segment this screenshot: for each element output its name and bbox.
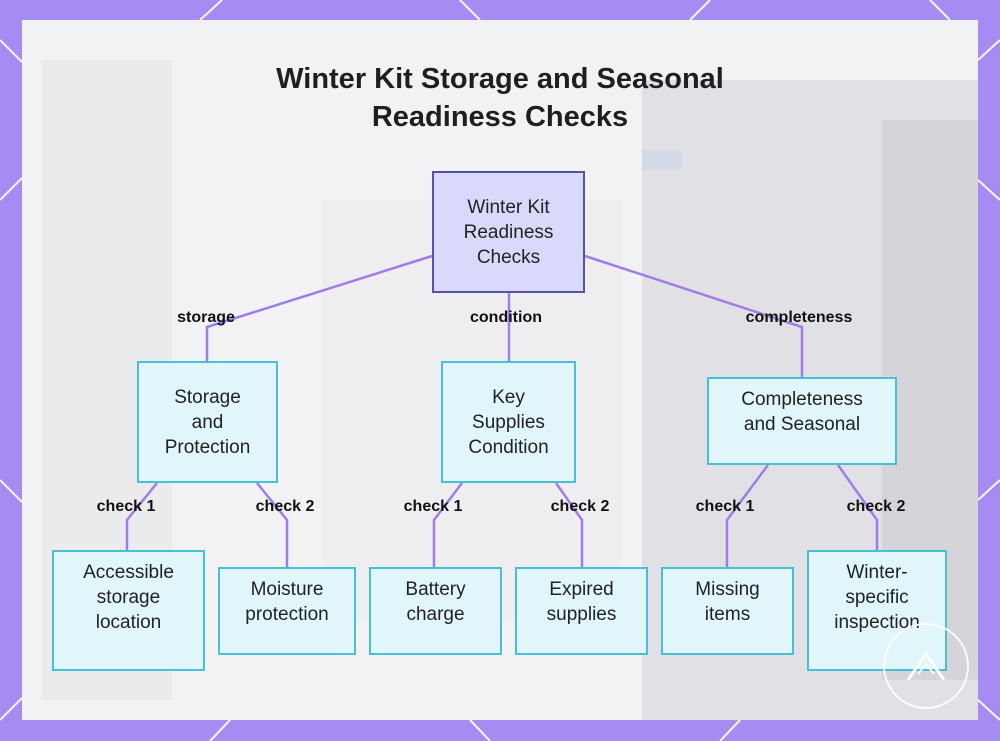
- node-completeness-seasonal: Completeness and Seasonal: [707, 377, 897, 465]
- node-line: location: [95, 612, 162, 633]
- node-winter-specific-inspection: Winter-specific inspection: [807, 550, 947, 671]
- node-line: Key: [492, 386, 525, 408]
- edge-label-condition-check-2: check 2: [550, 498, 610, 515]
- node-root-line: Winter Kit: [467, 196, 550, 218]
- node-line: Storage: [174, 386, 241, 408]
- connector-root-storage: [205, 254, 433, 362]
- edge-label-condition-check-1: check 1: [403, 498, 463, 515]
- node-line: Accessible: [83, 562, 174, 583]
- node-expired-supplies: Expired supplies: [515, 567, 648, 655]
- connector-condition-battery: [432, 482, 463, 568]
- connector-root-completeness: [584, 254, 804, 378]
- node-line: and Seasonal: [743, 414, 861, 435]
- connector-completeness-winter: [836, 464, 879, 551]
- node-line: specific: [845, 587, 909, 608]
- node-line: Winter-: [846, 562, 908, 583]
- connector-condition-expired: [554, 482, 584, 568]
- node-line: Missing: [695, 579, 760, 600]
- node-line: Battery: [405, 579, 466, 600]
- edge-label-completeness-check-2: check 2: [846, 498, 906, 515]
- node-line: charge: [406, 604, 465, 625]
- title-line-1: Winter Kit Storage and Seasonal: [276, 63, 724, 95]
- node-line: supplies: [546, 604, 617, 625]
- node-line: Moisture: [250, 579, 324, 600]
- node-line: Condition: [468, 436, 549, 458]
- connector-storage-moisture: [256, 482, 289, 568]
- node-line: Protection: [164, 436, 251, 458]
- node-line: protection: [245, 604, 329, 625]
- connector-completeness-missing: [725, 464, 770, 568]
- node-line: Supplies: [472, 411, 545, 433]
- node-line: Completeness: [741, 389, 863, 410]
- edge-label-condition: condition: [470, 309, 542, 326]
- node-root-line: Readiness: [463, 221, 554, 243]
- edge-label-completeness-check-1: check 1: [695, 498, 755, 515]
- node-line: storage: [96, 587, 161, 608]
- node-battery-charge: Battery charge: [369, 567, 502, 655]
- diagram-title: Winter Kit Storage and Seasonal Readines…: [0, 60, 1000, 136]
- node-accessible-storage-location: Accessible storage location: [52, 550, 205, 671]
- node-root-line: Checks: [476, 246, 541, 268]
- edge-label-storage-check-1: check 1: [96, 498, 156, 515]
- title-line-2: Readiness Checks: [371, 101, 629, 133]
- node-line: items: [704, 604, 751, 625]
- node-line: inspection: [834, 612, 920, 633]
- connector-storage-accessible: [125, 482, 158, 551]
- edge-label-storage-check-2: check 2: [255, 498, 315, 515]
- node-line: Expired: [549, 579, 614, 600]
- node-line: and: [191, 411, 224, 433]
- node-missing-items: Missing items: [661, 567, 794, 655]
- node-moisture-protection: Moisture protection: [218, 567, 356, 655]
- edge-label-storage: storage: [177, 309, 235, 326]
- edge-label-completeness: completeness: [745, 309, 853, 326]
- mountain-logo-icon: [883, 623, 969, 709]
